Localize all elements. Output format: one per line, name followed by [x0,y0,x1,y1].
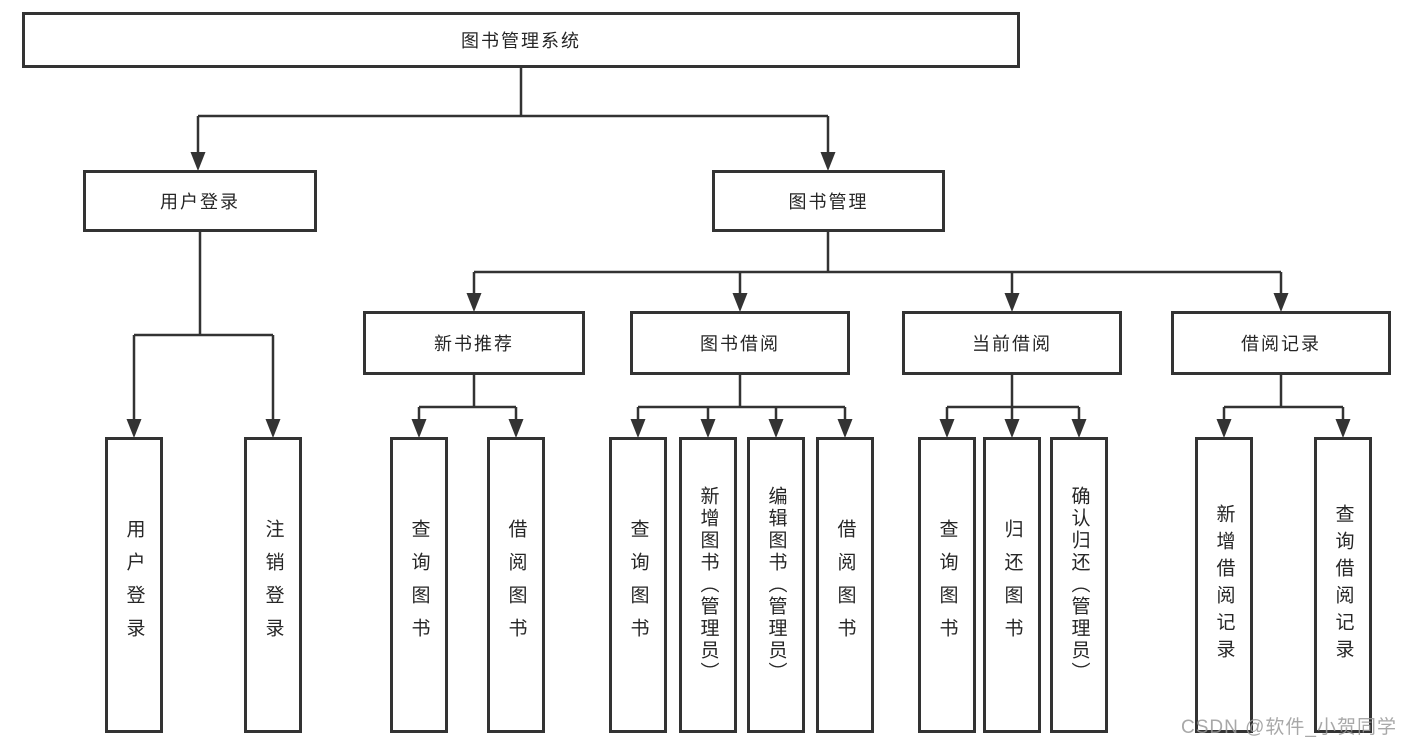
node-root: 图书管理系统 [22,12,1020,68]
watermark-text: CSDN @软件_小贺同学 [1181,717,1397,738]
leaf-current-confirm-return-admin: 确认归还（管理员） [1050,437,1108,733]
leaf-user-login: 用户登录 [105,437,163,733]
node-user-login: 用户登录 [83,170,317,232]
leaf-borrow-edit-books-admin: 编辑图书（管理员） [747,437,805,733]
node-book-management: 图书管理 [712,170,945,232]
leaf-records-add-record: 新增借阅记录 [1195,437,1253,733]
leaf-current-query-books: 查询图书 [918,437,976,733]
node-book-borrow: 图书借阅 [630,311,850,375]
node-current-borrow: 当前借阅 [902,311,1122,375]
leaf-borrow-query-books: 查询图书 [609,437,667,733]
leaf-borrow-add-books-admin: 新增图书（管理员） [679,437,737,733]
leaf-records-query-record: 查询借阅记录 [1314,437,1372,733]
leaf-logout: 注销登录 [244,437,302,733]
leaf-current-return-books: 归还图书 [983,437,1041,733]
leaf-recommend-borrow-books: 借阅图书 [487,437,545,733]
node-new-book-recommend: 新书推荐 [363,311,585,375]
leaf-recommend-query-books: 查询图书 [390,437,448,733]
node-borrow-records: 借阅记录 [1171,311,1391,375]
leaf-borrow-borrow-books: 借阅图书 [816,437,874,733]
